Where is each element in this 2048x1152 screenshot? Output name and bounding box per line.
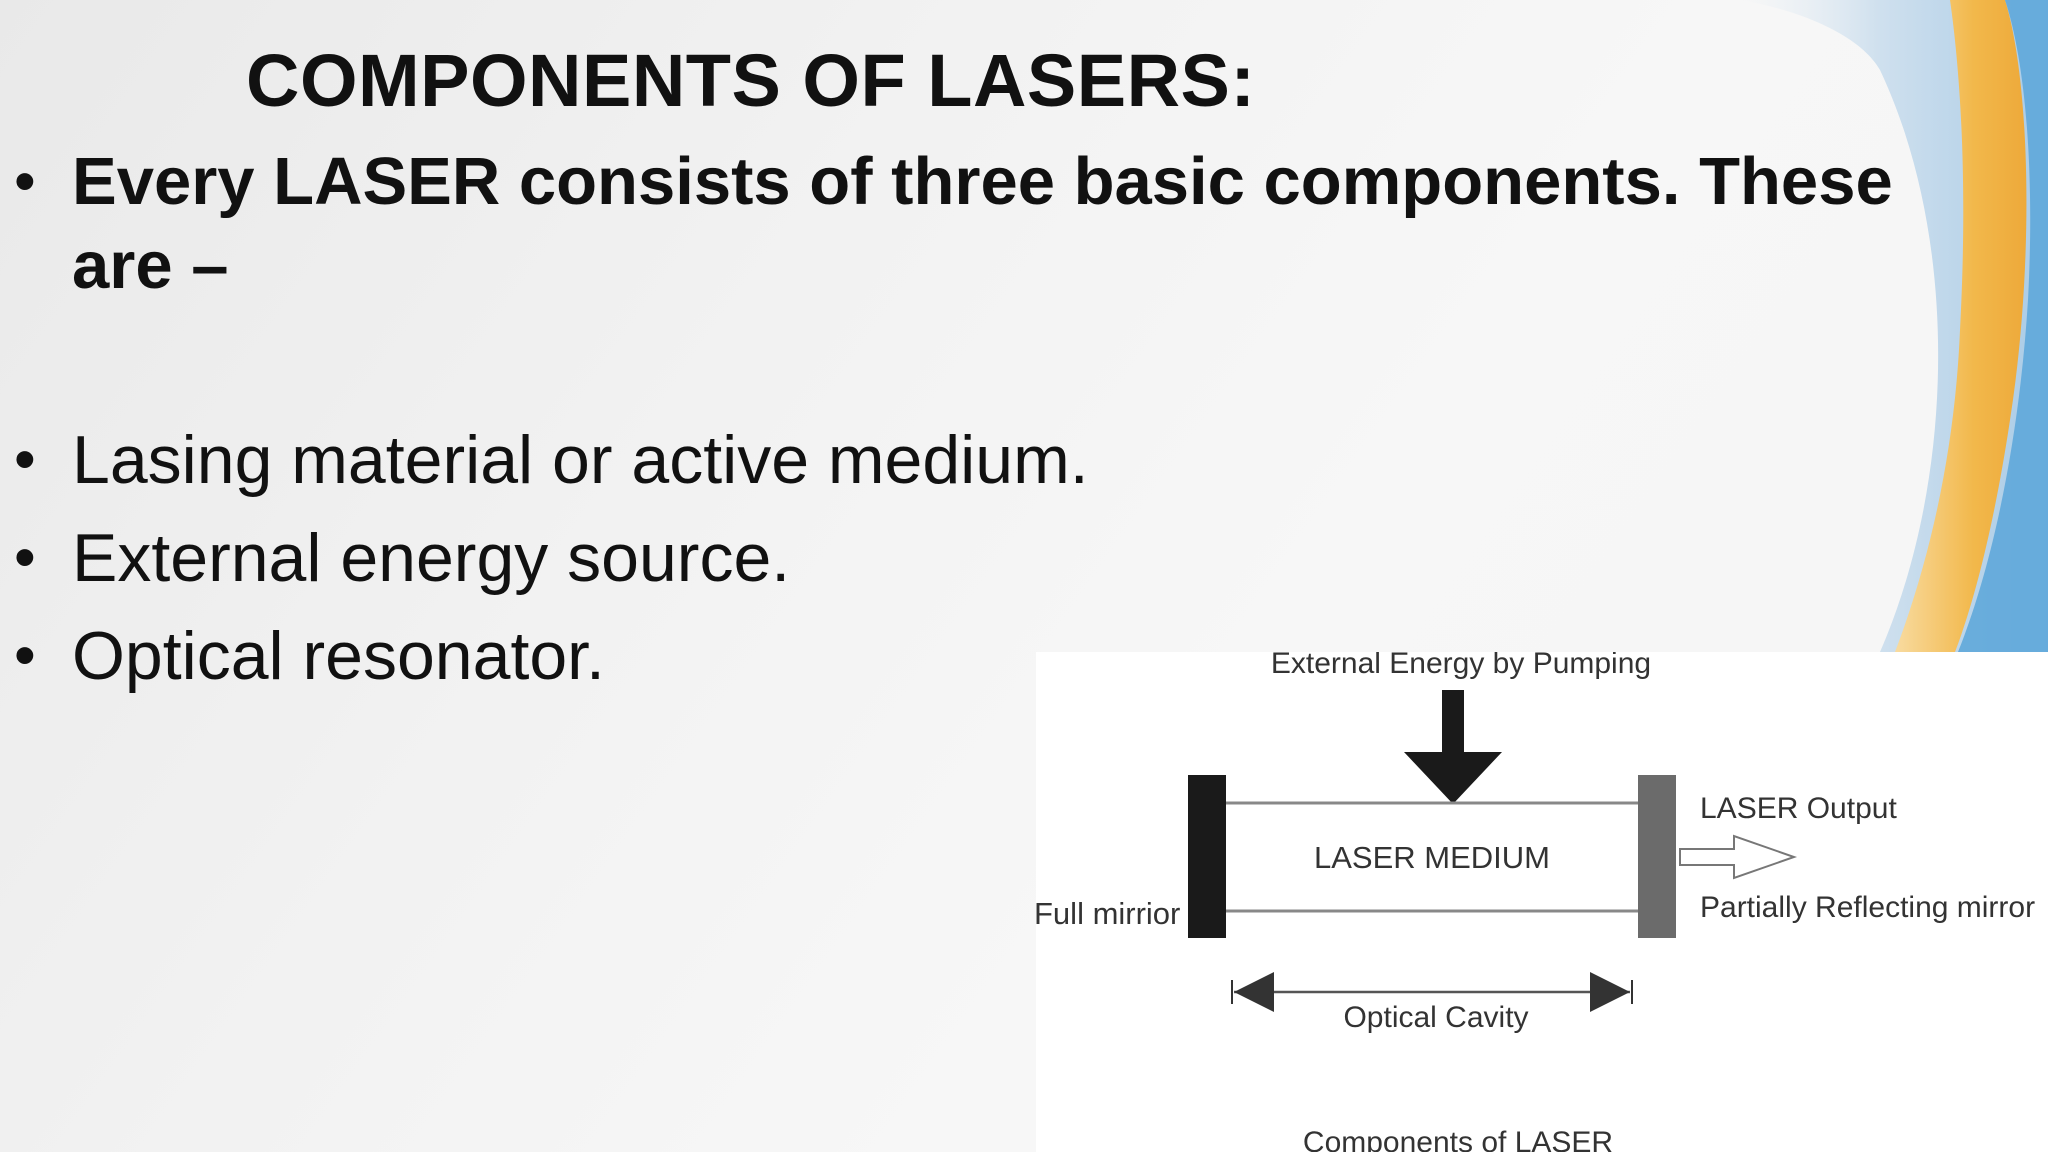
- bullet-symbol: •: [14, 425, 36, 494]
- laser-diagram-svg: External Energy by Pumping LASER MEDIUM …: [1036, 652, 2035, 1152]
- bullet-item: • External energy source.: [14, 516, 790, 600]
- bullet-text: External energy source.: [72, 520, 791, 596]
- output-label: LASER Output: [1700, 792, 1897, 825]
- cavity-dimension: [1231, 972, 1633, 1012]
- bullet-text: Optical resonator.: [72, 618, 605, 694]
- bullet-text: Lasing material or active medium.: [72, 422, 1089, 498]
- orange-swoosh: [1895, 0, 2027, 652]
- cavity-label: Optical Cavity: [1343, 1001, 1528, 1034]
- intro-bullet-text: Every LASER consists of three basic comp…: [72, 144, 1893, 303]
- partial-mirror: [1638, 775, 1676, 938]
- full-mirror: [1188, 775, 1226, 938]
- blue-edge-swoosh: [1958, 0, 2048, 652]
- intro-bullet: • Every LASER consists of three basic co…: [14, 140, 1972, 308]
- bullet-item: • Lasing material or active medium.: [14, 418, 1089, 502]
- bullet-item: • Optical resonator.: [14, 614, 605, 698]
- full-mirror-label: Full mirrior: [1036, 896, 1180, 931]
- laser-diagram: External Energy by Pumping LASER MEDIUM …: [1036, 652, 2048, 1152]
- pump-label: External Energy by Pumping: [1271, 652, 1651, 680]
- pump-arrow-icon: [1404, 690, 1502, 804]
- figure-caption: Components of LASER: [1303, 1126, 1613, 1152]
- bullet-symbol: •: [14, 523, 36, 592]
- slide-title: COMPONENTS OF LASERS:: [246, 39, 1256, 122]
- bullet-symbol: •: [14, 621, 36, 690]
- partial-mirror-label: Partially Reflecting mirror: [1700, 891, 2035, 924]
- output-arrow-icon: [1679, 834, 1798, 880]
- bullet-symbol: •: [14, 147, 36, 216]
- medium-label: LASER MEDIUM: [1314, 840, 1550, 875]
